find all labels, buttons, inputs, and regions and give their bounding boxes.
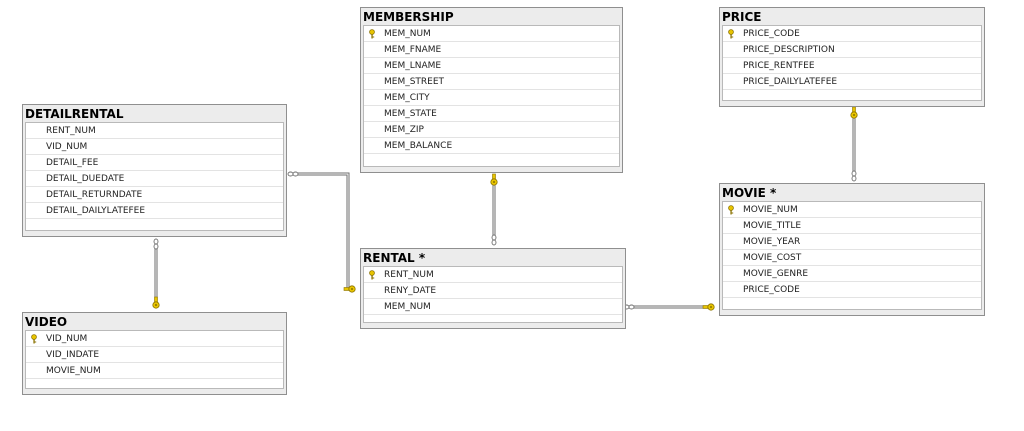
table-title: MEMBERSHIP xyxy=(363,10,454,24)
column-row[interactable]: MEM_STATE xyxy=(364,106,619,122)
many-end-infinity-icon xyxy=(491,234,497,246)
column-list: VID_NUM VID_INDATE MOVIE_NUM xyxy=(25,330,284,389)
column-row[interactable]: VID_NUM xyxy=(26,331,283,347)
relationship-rental-detailrental[interactable] xyxy=(298,172,352,291)
column-name: DETAIL_DAILYLATEFEE xyxy=(46,206,146,216)
primary-key-icon xyxy=(728,29,734,39)
column-name: MOVIE_COST xyxy=(743,253,802,263)
column-name: MEM_CITY xyxy=(384,93,430,103)
column-row[interactable]: PRICE_DAILYLATEFEE xyxy=(723,74,981,90)
column-row[interactable]: DETAIL_RETURNDATE xyxy=(26,187,283,203)
primary-key-icon xyxy=(31,334,37,344)
one-end-key-icon xyxy=(343,285,356,293)
column-name: MEM_FNAME xyxy=(384,45,442,55)
primary-key-icon xyxy=(369,270,375,280)
column-row[interactable]: MEM_STREET xyxy=(364,74,619,90)
column-name: MEM_ZIP xyxy=(384,125,424,135)
primary-key-icon xyxy=(728,205,734,215)
column-list: RENT_NUM RENY_DATE MEM_NUM xyxy=(363,266,623,323)
column-name: MEM_STATE xyxy=(384,109,437,119)
many-end-infinity-icon xyxy=(851,170,857,182)
table-video[interactable]: VIDEO VID_NUM VID_INDATE MOVIE_NUM xyxy=(22,312,287,395)
column-name: VID_INDATE xyxy=(46,350,100,360)
table-rental[interactable]: RENTAL * RENT_NUM RENY_DATE MEM_NUM xyxy=(360,248,626,329)
one-end-key-icon xyxy=(152,296,160,309)
column-row[interactable]: PRICE_RENTFEE xyxy=(723,58,981,74)
column-row[interactable]: MOVIE_GENRE xyxy=(723,266,981,282)
column-name: MEM_BALANCE xyxy=(384,141,453,151)
column-row[interactable]: MOVIE_TITLE xyxy=(723,218,981,234)
table-title: PRICE xyxy=(722,10,762,24)
table-detailrental[interactable]: DETAILRENTAL RENT_NUM VID_NUM DETAIL_FEE DET… xyxy=(22,104,287,237)
primary-key-icon xyxy=(369,29,375,39)
column-name: MOVIE_TITLE xyxy=(743,221,802,231)
column-name: MEM_NUM xyxy=(384,29,431,39)
column-name: RENT_NUM xyxy=(46,126,96,136)
column-name: MOVIE_YEAR xyxy=(743,237,801,247)
column-name: MOVIE_GENRE xyxy=(743,269,809,279)
column-row[interactable]: RENY_DATE xyxy=(364,283,622,299)
column-row[interactable]: MOVIE_YEAR xyxy=(723,234,981,250)
table-title: DETAILRENTAL xyxy=(25,107,124,121)
column-row[interactable]: MEM_NUM xyxy=(364,299,622,315)
table-title: VIDEO xyxy=(25,315,68,329)
column-row[interactable]: MEM_NUM xyxy=(364,26,619,42)
one-end-key-icon xyxy=(850,106,858,119)
one-end-key-icon xyxy=(702,303,715,311)
column-name: PRICE_CODE xyxy=(743,29,800,39)
table-title: MOVIE * xyxy=(722,186,777,200)
column-row[interactable]: RENT_NUM xyxy=(364,267,622,283)
column-row[interactable]: MEM_BALANCE xyxy=(364,138,619,154)
table-membership[interactable]: MEMBERSHIP MEM_NUM MEM_FNAME MEM_LNAME MEM_S… xyxy=(360,7,623,173)
column-row[interactable]: MEM_LNAME xyxy=(364,58,619,74)
column-row[interactable]: RENT_NUM xyxy=(26,123,283,139)
column-name: PRICE_CODE xyxy=(743,285,800,295)
column-row[interactable]: MOVIE_NUM xyxy=(26,363,283,379)
column-name: RENY_DATE xyxy=(384,286,437,296)
column-row[interactable]: VID_NUM xyxy=(26,139,283,155)
column-name: DETAIL_RETURNDATE xyxy=(46,190,143,200)
column-row[interactable]: DETAIL_FEE xyxy=(26,155,283,171)
column-row[interactable]: VID_INDATE xyxy=(26,347,283,363)
column-name: MOVIE_NUM xyxy=(743,205,798,215)
column-name: MEM_STREET xyxy=(384,77,445,87)
column-row[interactable]: MEM_FNAME xyxy=(364,42,619,58)
column-row[interactable]: MEM_ZIP xyxy=(364,122,619,138)
column-name: VID_NUM xyxy=(46,142,88,152)
column-name: DETAIL_FEE xyxy=(46,158,99,168)
column-list: MEM_NUM MEM_FNAME MEM_LNAME MEM_STREET MEM_C… xyxy=(363,25,620,167)
many-end-infinity-icon xyxy=(287,171,299,177)
one-end-key-icon xyxy=(490,173,498,186)
column-name: VID_NUM xyxy=(46,334,88,344)
column-list: PRICE_CODE PRICE_DESCRIPTION PRICE_RENTFEE… xyxy=(722,25,982,101)
many-end-infinity-icon xyxy=(153,238,159,250)
column-row[interactable]: MOVIE_COST xyxy=(723,250,981,266)
column-row[interactable]: PRICE_CODE xyxy=(723,282,981,298)
column-row[interactable]: DETAIL_DUEDATE xyxy=(26,171,283,187)
table-title: RENTAL * xyxy=(363,251,426,265)
column-name: MOVIE_NUM xyxy=(46,366,101,376)
column-row[interactable]: PRICE_CODE xyxy=(723,26,981,42)
column-row[interactable]: MEM_CITY xyxy=(364,90,619,106)
column-row[interactable]: PRICE_DESCRIPTION xyxy=(723,42,981,58)
column-list: MOVIE_NUM MOVIE_TITLE MOVIE_YEAR MOVIE_COST… xyxy=(722,201,982,310)
relationship-rental-detailrental-inner xyxy=(298,173,352,290)
column-name: PRICE_RENTFEE xyxy=(743,61,815,71)
column-name: MEM_LNAME xyxy=(384,61,442,71)
column-name: MEM_NUM xyxy=(384,302,431,312)
column-name: RENT_NUM xyxy=(384,270,434,280)
column-name: DETAIL_DUEDATE xyxy=(46,174,125,184)
column-row[interactable]: MOVIE_NUM xyxy=(723,202,981,218)
column-row[interactable]: DETAIL_DAILYLATEFEE xyxy=(26,203,283,219)
column-name: PRICE_DAILYLATEFEE xyxy=(743,77,838,87)
column-list: RENT_NUM VID_NUM DETAIL_FEE DETAIL_DUEDATE D… xyxy=(25,122,284,231)
column-name: PRICE_DESCRIPTION xyxy=(743,45,835,55)
table-price[interactable]: PRICE PRICE_CODE PRICE_DESCRIPTION PRICE_RE… xyxy=(719,7,985,107)
